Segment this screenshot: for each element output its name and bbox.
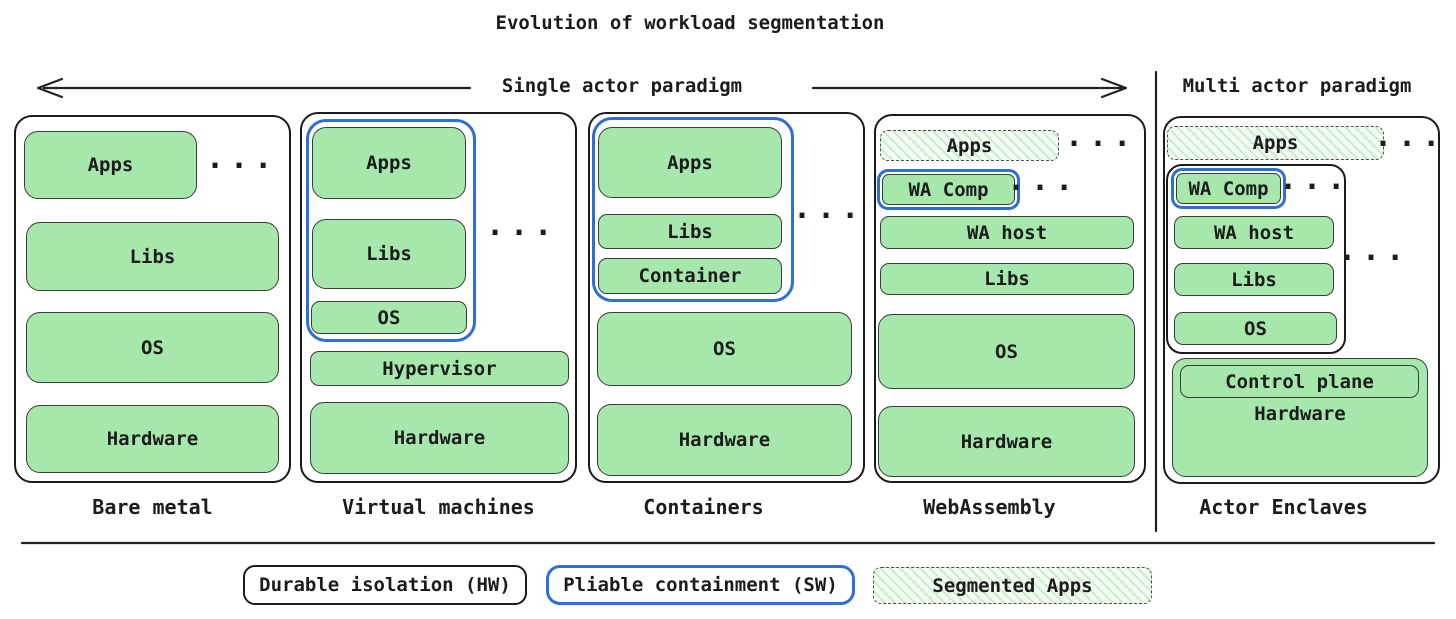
wasm-wa-comp-containment: WA Comp — [877, 169, 1020, 210]
enclave-hardware-label: Hardware — [1254, 403, 1346, 425]
column-label-actor-enclaves: Actor Enclaves — [1199, 495, 1368, 519]
container-apps-box: Apps — [598, 127, 782, 198]
column-label-containers: Containers — [643, 495, 764, 519]
wasm-hardware-box: Hardware — [878, 406, 1135, 477]
ellipsis-dots: ··· — [793, 199, 866, 234]
ellipsis-dots: ··· — [486, 216, 559, 251]
vm-hypervisor-box: Hypervisor — [310, 351, 569, 386]
enclave-hardware-box: Control plane Hardware — [1172, 358, 1428, 477]
ellipsis-dots: ··· — [1065, 127, 1138, 162]
column-label-webassembly: WebAssembly — [923, 495, 1056, 519]
ellipsis-dots: ··· — [1374, 127, 1447, 162]
column-label-virtual-machines: Virtual machines — [342, 495, 535, 519]
bare-metal-libs-box: Libs — [26, 222, 279, 291]
vm-os-box: OS — [311, 301, 467, 334]
column-actor-enclaves: Apps ··· WA Comp ··· WA host Libs OS ···… — [1163, 116, 1440, 484]
bare-metal-apps-box: Apps — [24, 131, 197, 199]
ellipsis-dots: ··· — [1007, 171, 1080, 206]
column-bare-metal: Apps ··· Libs OS Hardware — [14, 115, 291, 483]
legend-pliable-containment: Pliable containment (SW) — [546, 565, 855, 605]
container-os-box: OS — [597, 312, 852, 386]
container-libs-box: Libs — [598, 214, 782, 249]
diagram-title: Evolution of workload segmentation — [495, 12, 885, 34]
bare-metal-hardware-box: Hardware — [26, 405, 279, 473]
container-pliable-containment-box: Apps Libs Container — [592, 117, 794, 302]
enclave-wa-comp-containment: WA Comp — [1171, 168, 1286, 209]
left-arrow-head-icon — [36, 77, 64, 99]
column-webassembly: Apps ··· WA Comp ··· WA host Libs OS Har… — [874, 114, 1146, 483]
wasm-wa-comp-box: WA Comp — [882, 174, 1015, 205]
vm-hardware-box: Hardware — [310, 402, 569, 474]
wasm-libs-box: Libs — [880, 263, 1134, 295]
enclave-segmented-apps-box: Apps — [1167, 126, 1384, 160]
ellipsis-dots: ··· — [1279, 170, 1352, 205]
vm-libs-box: Libs — [312, 219, 466, 289]
ellipsis-dots: ··· — [206, 149, 279, 184]
column-virtual-machines: Apps Libs OS ··· Hypervisor Hardware — [300, 112, 577, 483]
legend-segmented-apps: Segmented Apps — [873, 567, 1152, 604]
enclave-control-plane-box: Control plane — [1180, 365, 1419, 398]
actor-enclave-box: WA Comp ··· WA host Libs OS — [1166, 164, 1346, 354]
single-actor-paradigm-label: Single actor paradigm — [501, 75, 743, 97]
bare-metal-os-box: OS — [26, 312, 279, 383]
container-container-box: Container — [598, 258, 782, 294]
wasm-segmented-apps-box: Apps — [880, 130, 1059, 161]
enclave-wa-host-box: WA host — [1174, 216, 1334, 249]
enclave-wa-comp-box: WA Comp — [1176, 173, 1281, 204]
wasm-wa-host-box: WA host — [880, 216, 1134, 249]
column-containers: Apps Libs Container ··· OS Hardware — [588, 112, 865, 483]
enclave-os-box: OS — [1174, 312, 1337, 345]
legend-durable-isolation: Durable isolation (HW) — [243, 565, 527, 605]
right-arrow-head-icon — [1100, 77, 1128, 99]
multi-actor-paradigm-label: Multi actor paradigm — [1182, 75, 1412, 97]
ellipsis-dots: ··· — [1338, 241, 1411, 276]
enclave-libs-box: Libs — [1174, 263, 1334, 296]
column-label-bare-metal: Bare metal — [92, 495, 213, 519]
wasm-os-box: OS — [878, 314, 1135, 389]
vm-pliable-containment-box: Apps Libs OS — [306, 119, 476, 342]
container-hardware-box: Hardware — [597, 404, 852, 476]
vm-apps-box: Apps — [312, 127, 466, 199]
